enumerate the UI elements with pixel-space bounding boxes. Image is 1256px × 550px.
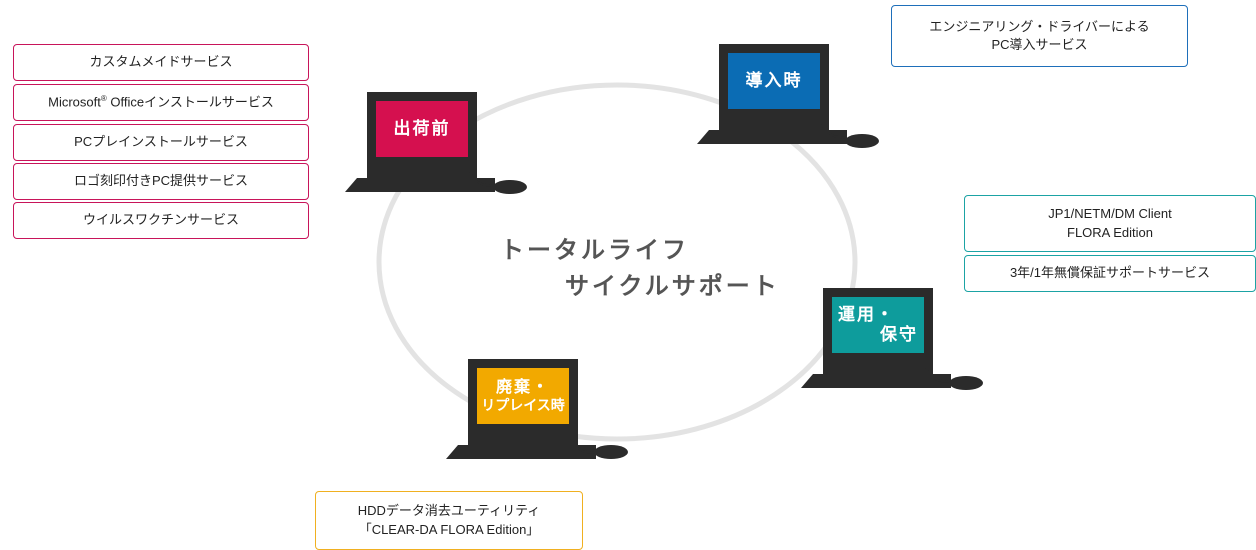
cable-icon — [925, 367, 952, 383]
stage-label-disposal: 廃棄・ リプレイス時 — [477, 368, 569, 424]
service-label: PCプレインストールサービス — [74, 134, 248, 150]
stage-label-shipping: 出荷前 — [376, 101, 468, 157]
monitor: 運用・ 保守 — [823, 288, 933, 376]
registered-mark: ® — [100, 94, 107, 104]
stage-label-line1: 運用・ — [838, 304, 895, 324]
keyboard-icon — [345, 178, 495, 192]
cable-icon — [570, 438, 597, 454]
service-label-line2: FLORA Edition — [1067, 224, 1153, 240]
service-custom-made[interactable]: カスタムメイドサービス — [13, 44, 309, 81]
office-rest-text: Officeインストールサービス — [106, 94, 274, 110]
mouse-icon — [493, 180, 527, 194]
service-label-line1: HDDデータ消去ユーティリティ — [357, 503, 541, 519]
service-label: 3年/1年無償保証サポートサービス — [1009, 265, 1211, 281]
service-jp1-netm[interactable]: JP1/NETM/DM Client FLORA Edition — [964, 195, 1256, 252]
stage-label-line1: 廃棄・ — [495, 379, 550, 396]
keyboard-icon — [446, 445, 596, 459]
keyboard-icon — [697, 130, 847, 144]
center-title-line1: トータルライフ — [500, 237, 689, 264]
service-warranty-support[interactable]: 3年/1年無償保証サポートサービス — [964, 255, 1256, 292]
cable-icon — [821, 123, 848, 139]
monitor: 廃棄・ リプレイス時 — [468, 359, 578, 447]
service-hdd-erase[interactable]: HDDデータ消去ユーティリティ 「CLEAR-DA FLORA Edition」 — [315, 491, 583, 550]
service-pc-preinstall[interactable]: PCプレインストールサービス — [13, 124, 309, 161]
mouse-icon — [845, 134, 879, 148]
monitor: 出荷前 — [367, 92, 477, 180]
keyboard-icon — [801, 374, 951, 388]
mouse-icon — [949, 376, 983, 390]
service-label: ロゴ刻印付きPC提供サービス — [73, 173, 249, 189]
service-logo-engraving[interactable]: ロゴ刻印付きPC提供サービス — [13, 163, 309, 200]
cable-icon — [469, 171, 496, 187]
stage-label-operation: 運用・ 保守 — [832, 297, 924, 353]
service-label-line2: PC導入サービス — [991, 37, 1088, 52]
service-label-line2: 「CLEAR-DA FLORA Edition」 — [358, 521, 540, 537]
stage-label-install: 導入時 — [728, 53, 820, 109]
lifecycle-ellipse — [376, 82, 858, 442]
monitor: 導入時 — [719, 44, 829, 132]
service-label-line1: エンジニアリング・ドライバーによる — [929, 18, 1150, 34]
mouse-icon — [594, 445, 628, 459]
service-label-line1: JP1/NETM/DM Client — [1048, 206, 1172, 222]
center-title-line2: サイクルサポート — [565, 273, 780, 300]
stage-label-line2: リプレイス時 — [481, 397, 565, 414]
office-microsoft-text: Microsoft — [48, 94, 101, 110]
service-engineering-driver[interactable]: エンジニアリング・ドライバーによる PC導入サービス — [891, 5, 1188, 67]
stage-label-line2: 保守 — [880, 325, 918, 344]
service-label: カスタムメイドサービス — [89, 54, 233, 70]
service-office-install[interactable]: Microsoft® Officeインストールサービス — [13, 84, 309, 121]
service-virus-vaccine[interactable]: ウイルスワクチンサービス — [13, 202, 309, 239]
service-label: Microsoft® Officeインストールサービス — [48, 93, 274, 112]
service-label: ウイルスワクチンサービス — [82, 212, 239, 228]
